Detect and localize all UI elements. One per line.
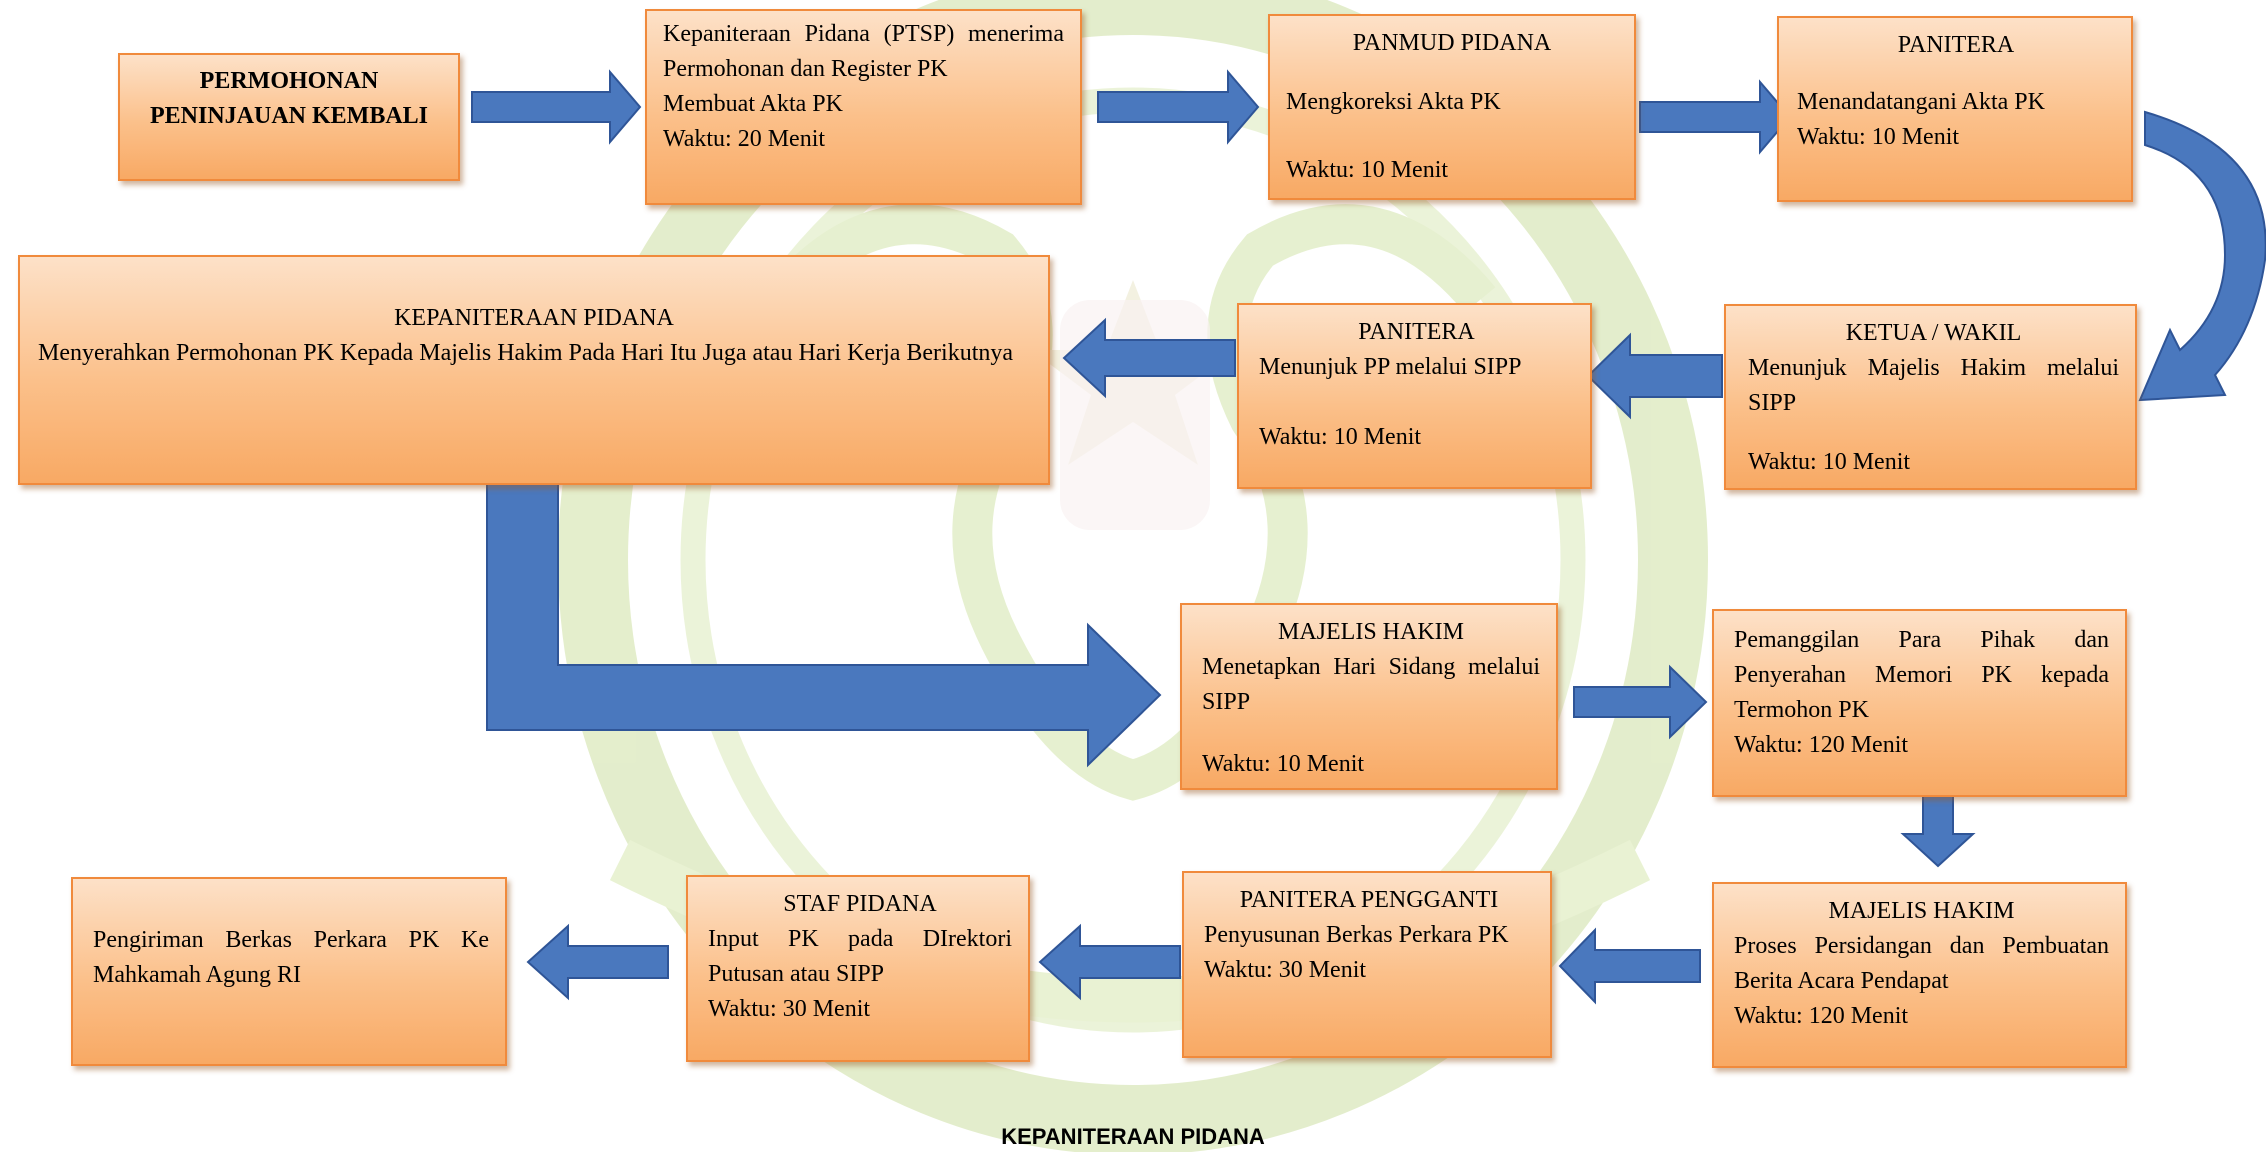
- box-panitera-pengganti: PANITERA PENGGANTI Penyusunan Berkas Per…: [1182, 871, 1552, 1058]
- arrow-curved: [2138, 110, 2266, 402]
- box-majelis-hakim-2: MAJELIS HAKIM Proses Persidangan dan Pem…: [1712, 882, 2127, 1068]
- box-task: Menetapkan Hari Sidang melalui SIPP: [1202, 654, 1540, 715]
- box-time: Waktu: 10 Menit: [1202, 751, 1365, 777]
- arrow-right-1: [471, 69, 642, 145]
- arrow-left-2: [1062, 317, 1236, 399]
- box-task: Mengkoreksi Akta PK: [1286, 89, 1501, 115]
- arrow-right-4: [1573, 664, 1708, 740]
- box-task: Menunjuk Majelis Hakim melalui SIPP: [1748, 355, 2119, 416]
- box-task: Input PK pada DIrektori Putusan atau SIP…: [708, 926, 1012, 987]
- box-time: Waktu: 20 Menit: [663, 126, 826, 152]
- box-time: Waktu: 30 Menit: [1204, 957, 1367, 983]
- arrow-right-3: [1639, 79, 1792, 155]
- box-ketua: KETUA / WAKIL Menunjuk Majelis Hakim mel…: [1724, 304, 2137, 490]
- box-time: Waktu: 30 Menit: [708, 996, 871, 1022]
- box-time: Waktu: 120 Menit: [1734, 1003, 1909, 1029]
- box-time: Waktu: 120 Menit: [1734, 732, 1909, 758]
- box-panmud: PANMUD PIDANA Mengkoreksi Akta PK Waktu:…: [1268, 14, 1636, 200]
- arrow-big-l: [486, 483, 1162, 768]
- box-time: Waktu: 10 Menit: [1748, 449, 1911, 475]
- arrow-right-2: [1097, 69, 1260, 145]
- box-task: Menunjuk PP melalui SIPP: [1259, 354, 1522, 380]
- box-task: Menyerahkan Permohonan PK Kepada Majelis…: [38, 340, 1014, 366]
- arrow-left-4: [1038, 923, 1181, 1001]
- box-kepaniteraan-pidana: KEPANITERAAN PIDANA Menyerahkan Permohon…: [18, 255, 1050, 485]
- box-task: Menandatangani Akta PK: [1797, 89, 2045, 115]
- box-pemanggilan: Pemanggilan Para Pihak dan Penyerahan Me…: [1712, 609, 2127, 797]
- box-task: Pemanggilan Para Pihak dan Penyerahan Me…: [1734, 627, 2109, 723]
- footer-caption: KEPANITERAAN PIDANA: [1001, 1124, 1265, 1149]
- box-time: Waktu: 10 Menit: [1797, 124, 1960, 150]
- box-task: Kepaniteraan Pidana (PTSP) menerima Perm…: [663, 21, 1064, 82]
- box-task: Penyusunan Berkas Perkara PK: [1204, 922, 1509, 948]
- box-title: MAJELIS HAKIM: [1828, 898, 2015, 924]
- arrow-left-3: [1558, 927, 1701, 1005]
- box-time: Waktu: 10 Menit: [1286, 157, 1449, 183]
- box-pengiriman: Pengiriman Berkas Perkara PK Ke Mahkamah…: [71, 877, 507, 1066]
- box-title: PANITERA: [1897, 32, 2015, 58]
- box-title: PANMUD PIDANA: [1352, 30, 1552, 56]
- box-task: Proses Persidangan dan Pembuatan Berita …: [1734, 933, 2109, 994]
- box-permohonan: PERMOHONAN PENINJAUAN KEMBALI: [118, 53, 460, 181]
- box-title: MAJELIS HAKIM: [1278, 619, 1464, 645]
- box-time: Waktu: 10 Menit: [1259, 424, 1422, 450]
- box-title: PERMOHONAN PENINJAUAN KEMBALI: [149, 68, 428, 129]
- box-staf-pidana: STAF PIDANA Input PK pada DIrektori Putu…: [686, 875, 1030, 1062]
- arrow-down: [1900, 795, 1976, 868]
- box-title: KEPANITERAAN PIDANA: [394, 305, 674, 331]
- arrow-left-5: [526, 923, 669, 1001]
- box-title: STAF PIDANA: [783, 891, 937, 917]
- arrow-left-1: [1586, 332, 1723, 420]
- box-task: Pengiriman Berkas Perkara PK Ke Mahkamah…: [93, 927, 489, 988]
- box-majelis-hakim-1: MAJELIS HAKIM Menetapkan Hari Sidang mel…: [1180, 603, 1558, 790]
- box-title: PANITERA: [1358, 319, 1475, 345]
- box-panitera-2: PANITERA Menunjuk PP melalui SIPP Waktu:…: [1237, 303, 1592, 489]
- box-panitera-1: PANITERA Menandatangani Akta PK Waktu: 1…: [1777, 16, 2133, 202]
- box-kepaniteraan-ptsp: Kepaniteraan Pidana (PTSP) menerima Perm…: [645, 9, 1082, 205]
- box-task-2: Membuat Akta PK: [663, 91, 843, 117]
- box-title: KETUA / WAKIL: [1845, 320, 2022, 346]
- box-title: PANITERA PENGGANTI: [1239, 887, 1499, 913]
